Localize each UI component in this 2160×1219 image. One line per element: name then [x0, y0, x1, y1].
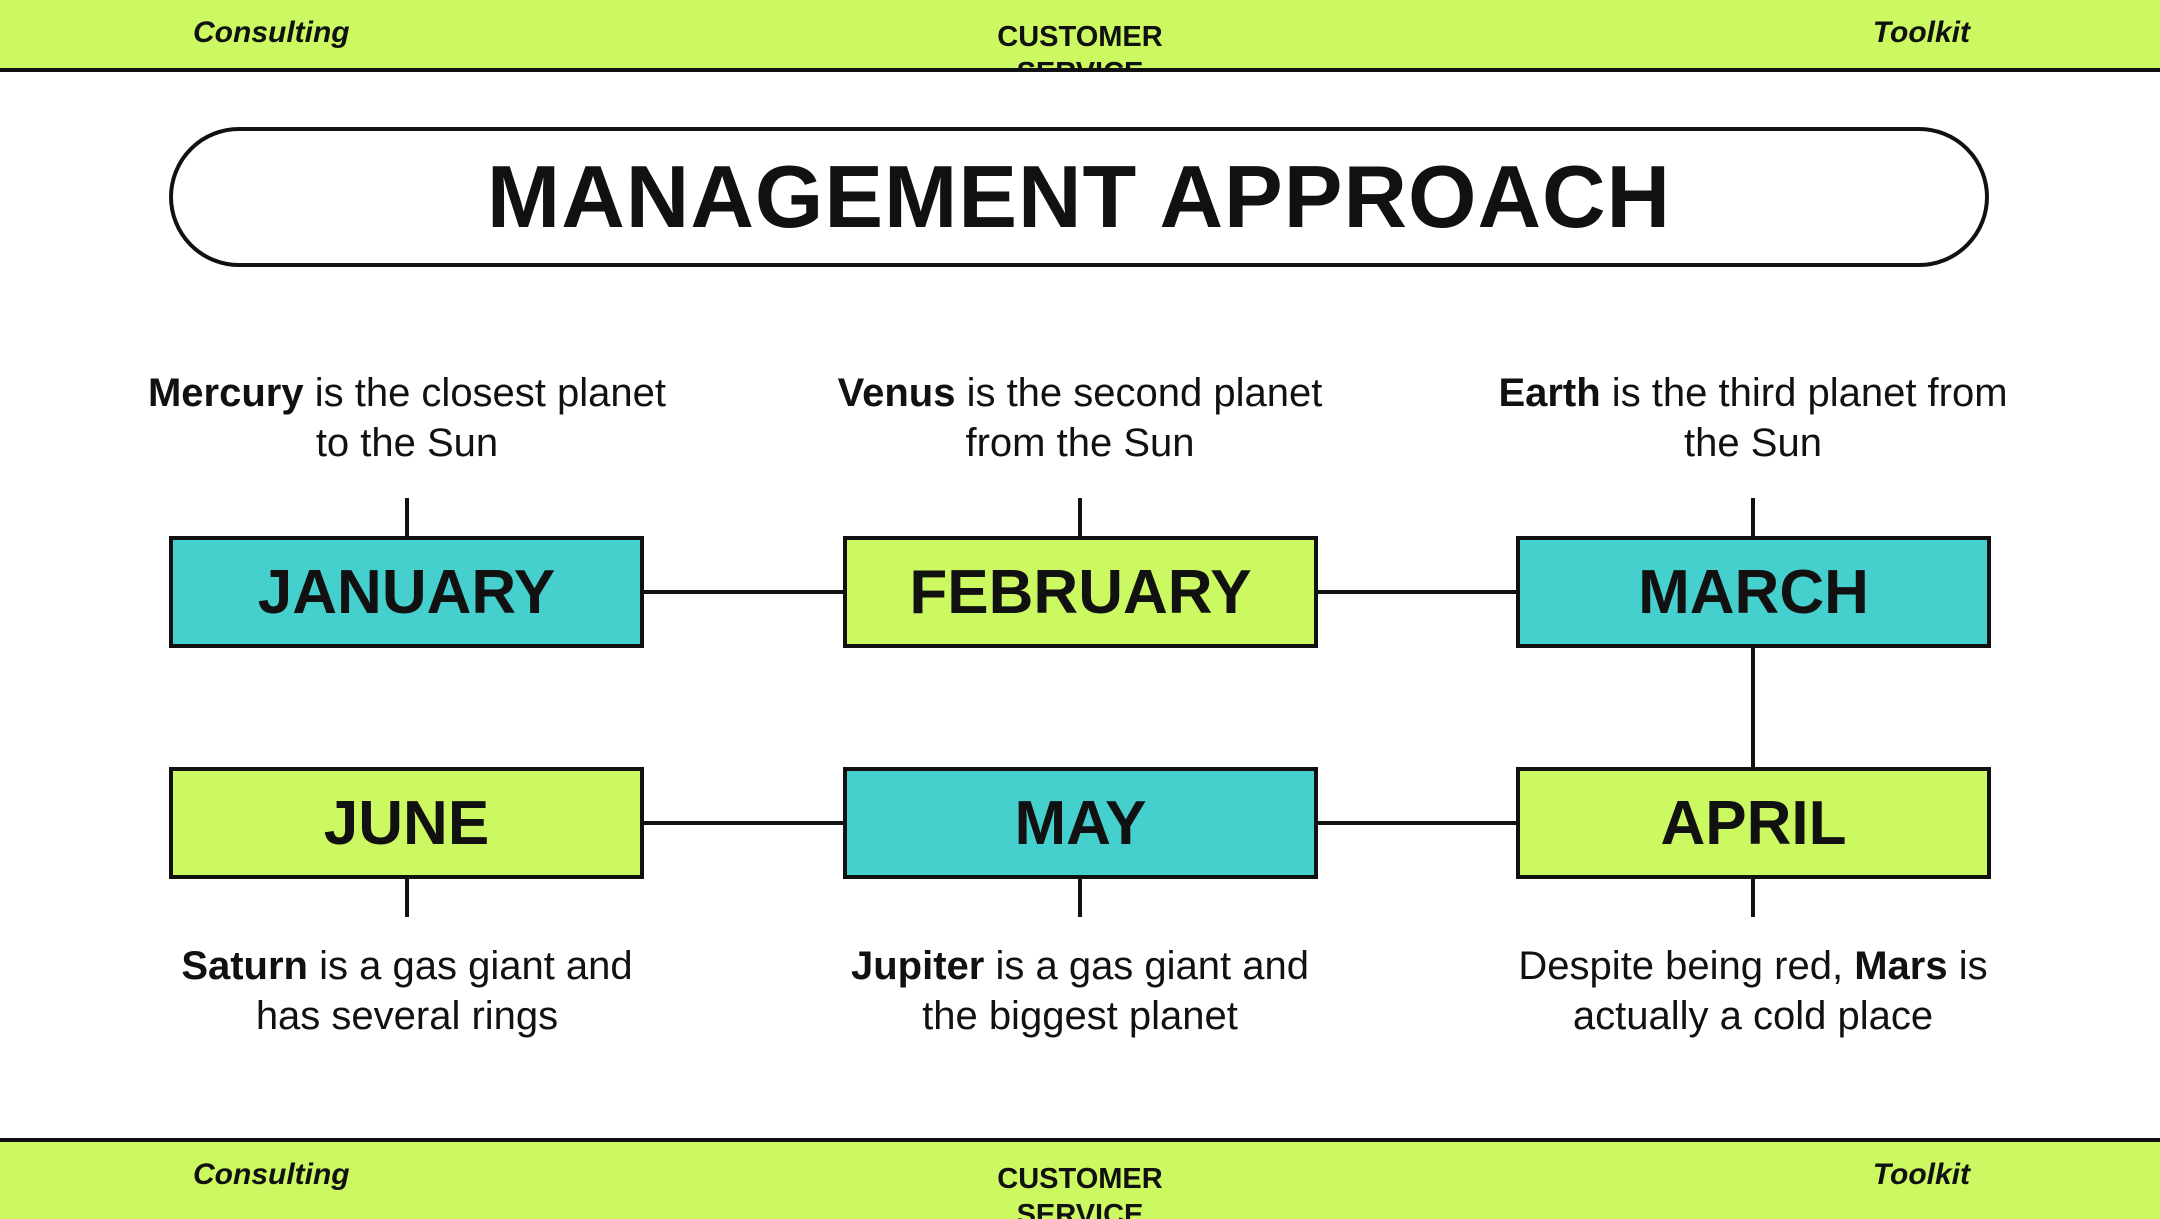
footer-center-label: CUSTOMER SERVICE — [997, 1163, 1163, 1219]
desc-february: Venus is the second planet from the Sun — [837, 371, 1323, 465]
desc-january: Mercury is the closest planet to the Sun — [147, 371, 667, 465]
step-march-label: MARCH — [1638, 557, 1869, 627]
header-band: Consulting CUSTOMER SERVICE Toolkit — [0, 0, 2160, 72]
step-february: FEBRUARY — [843, 536, 1318, 648]
header-center-label: CUSTOMER SERVICE — [997, 21, 1163, 68]
step-june-label: JUNE — [323, 788, 490, 858]
title-pill: MANAGEMENT APPROACH — [169, 127, 1989, 267]
footer-right-label: Toolkit — [1872, 1158, 1970, 1191]
footer-left-label: Consulting — [193, 1158, 350, 1191]
desc-april: Despite being red, Mars is actually a co… — [1518, 944, 1988, 1038]
step-january: JANUARY — [169, 536, 644, 648]
header-left-label: Consulting — [193, 16, 350, 49]
step-february-label: FEBRUARY — [909, 557, 1252, 627]
step-june: JUNE — [169, 767, 644, 879]
footer-band: Consulting CUSTOMER SERVICE Toolkit — [0, 1138, 2160, 1219]
step-may-label: MAY — [1014, 788, 1147, 858]
header-right-label: Toolkit — [1872, 16, 1970, 49]
desc-may: Jupiter is a gas giant and the biggest p… — [850, 944, 1310, 1038]
desc-march: Earth is the third planet from the Sun — [1498, 371, 2008, 465]
step-march: MARCH — [1516, 536, 1991, 648]
step-april: APRIL — [1516, 767, 1991, 879]
step-april-label: APRIL — [1660, 788, 1847, 858]
desc-june: Saturn is a gas giant and has several ri… — [181, 944, 633, 1038]
step-january-label: JANUARY — [257, 557, 556, 627]
page-title: MANAGEMENT APPROACH — [486, 147, 1672, 246]
step-may: MAY — [843, 767, 1318, 879]
